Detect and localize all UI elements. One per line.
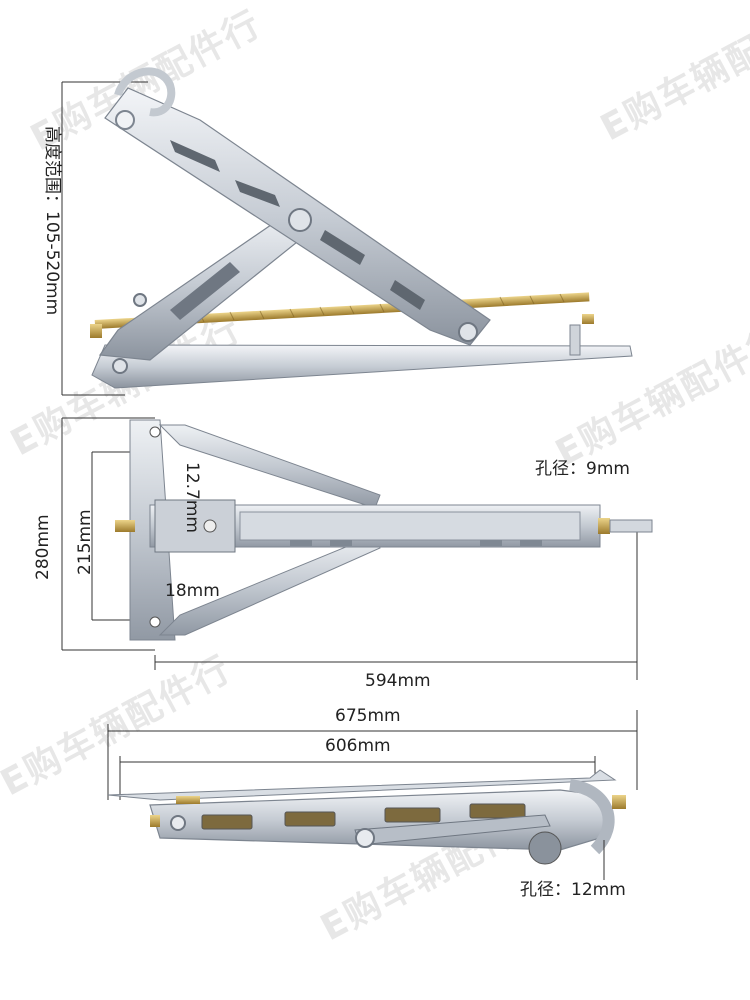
jack-raised-side-view: [61, 67, 633, 396]
height-range-label: 高度范围：105-520mm: [42, 126, 62, 316]
dim-606-label: 606mm: [325, 736, 391, 756]
hole-12mm-label: 孔径：12mm: [520, 880, 626, 900]
jack-folded-side-view: [107, 710, 638, 880]
dim-12-7-label: 12.7mm: [182, 462, 202, 533]
dim-675-label: 675mm: [335, 706, 401, 726]
dim-18-label: 18mm: [165, 581, 220, 601]
jack-top-view: [61, 417, 653, 680]
dim-215-label: 215mm: [75, 509, 95, 575]
hole-9mm-label: 孔径：9mm: [535, 459, 630, 479]
dim-594-label: 594mm: [365, 671, 431, 691]
dim-280-label: 280mm: [33, 514, 53, 580]
